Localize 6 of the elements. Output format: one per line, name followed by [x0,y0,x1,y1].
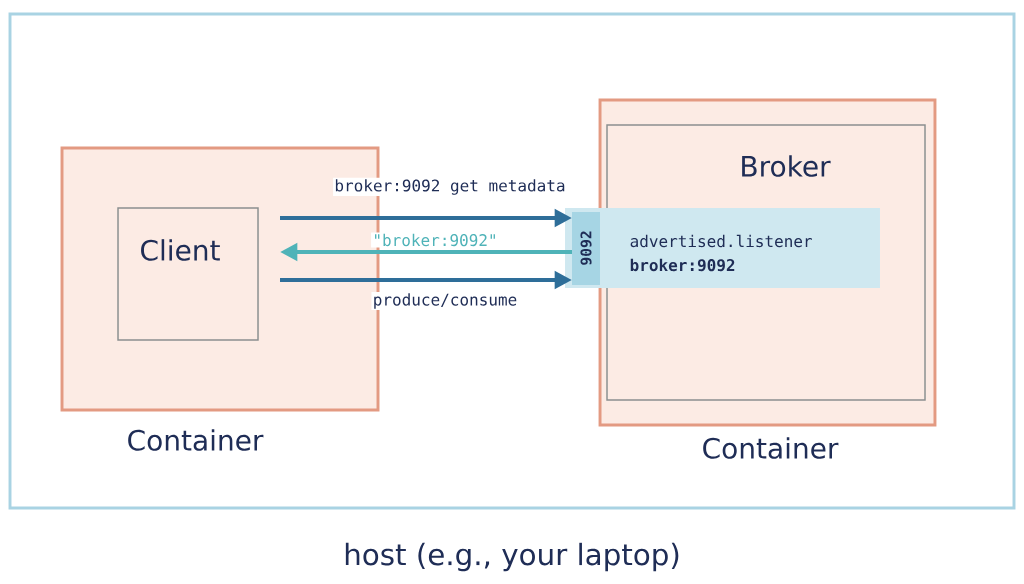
edge-label: "broker:9092" [371,232,499,248]
node-label: host (e.g., your laptop) [345,542,679,572]
port-tab: 9092 [572,211,600,286]
node-label: Container [703,437,839,459]
node-label: Container [128,429,264,451]
process-box: Client [117,207,259,341]
